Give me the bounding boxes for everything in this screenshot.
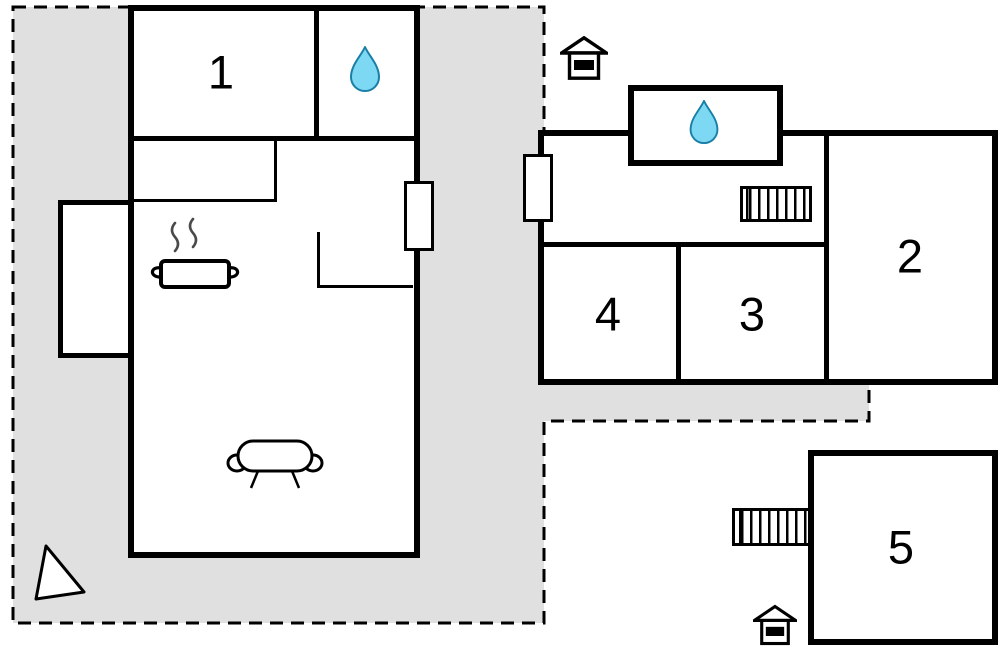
kitchen-partition-vertical [317,232,320,288]
interior-wall-room2 [824,136,829,379]
room-3-label: 3 [738,287,766,341]
sofa-icon [226,439,324,489]
stairs-icon [740,186,812,222]
room-1-label: 1 [207,45,235,99]
interior-wall-bedroom-bottom [134,136,414,141]
entry-annex [58,200,133,358]
room-5-label: 5 [887,520,915,574]
kitchen-partition-horizontal [317,285,413,288]
room-2-label: 2 [896,229,924,283]
window-opening [523,154,553,222]
stove-icon [150,217,240,289]
closet-wall-horizontal [134,199,277,202]
north-arrow-icon [34,544,86,601]
house-entrance-icon [753,604,797,646]
house-entrance-icon [560,36,608,80]
bathroom-bay [628,85,783,166]
interior-wall-room3-room4 [676,247,681,379]
stairs-icon [732,508,812,546]
water-drop-icon [350,46,380,92]
closet-wall-vertical [274,141,277,201]
annex-building [538,130,998,385]
door-opening [404,181,434,251]
interior-wall-bath-divider [314,11,319,136]
guest-building [808,450,998,645]
water-drop-icon [689,99,719,145]
room-4-label: 4 [594,287,622,341]
interior-wall-hall [544,242,824,247]
